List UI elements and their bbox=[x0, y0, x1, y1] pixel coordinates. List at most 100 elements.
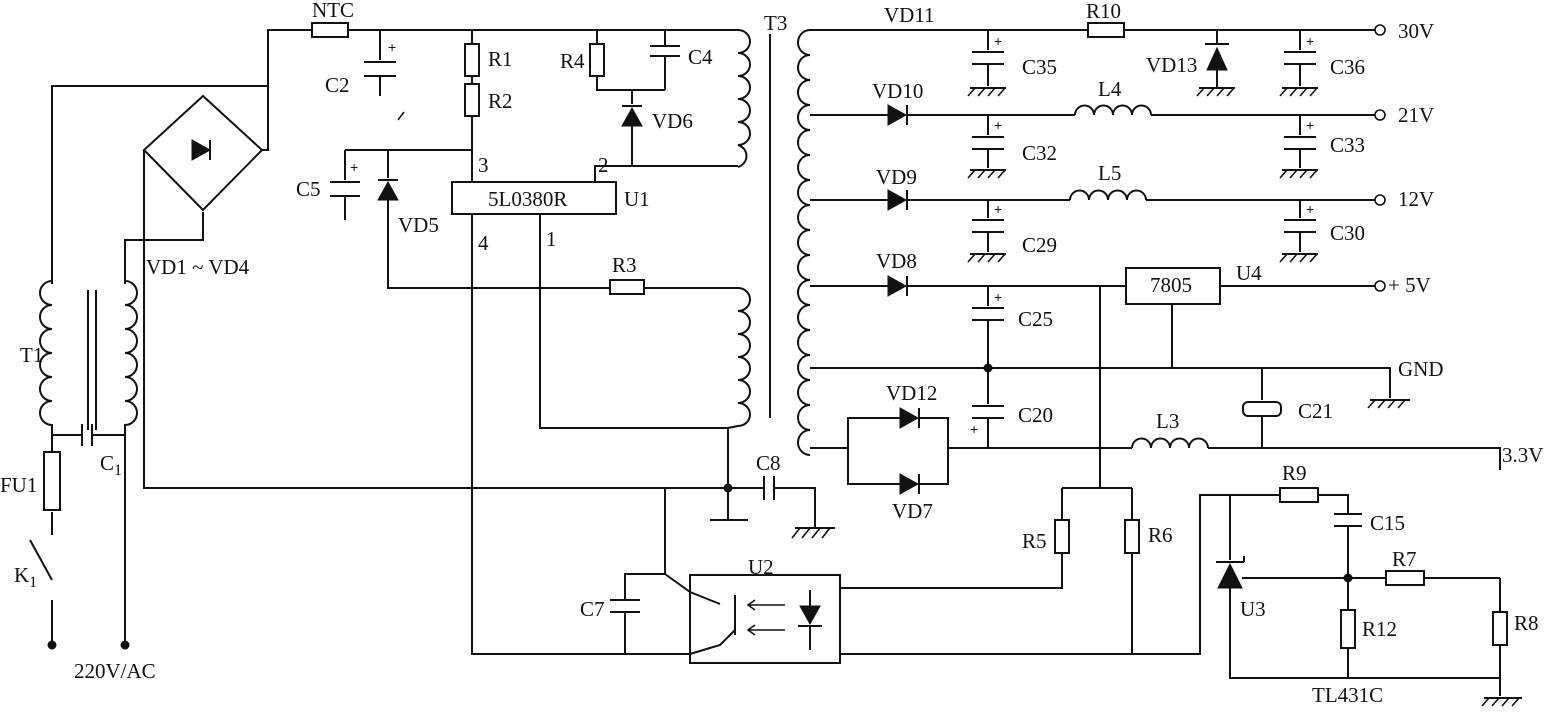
label-vd6: VD6 bbox=[652, 109, 693, 133]
label-c35: C35 bbox=[1022, 55, 1057, 79]
label-gnd: GND bbox=[1398, 357, 1444, 381]
label-u1-pin4: 4 bbox=[478, 231, 489, 255]
label-r8: R8 bbox=[1514, 611, 1539, 635]
label-t1: T1 bbox=[20, 343, 43, 367]
t3-primary-winding bbox=[737, 29, 751, 168]
label-c4: C4 bbox=[688, 45, 713, 69]
polarity-c20: + bbox=[970, 421, 978, 437]
label-u1-pin1: 1 bbox=[546, 227, 557, 251]
label-v21: 21V bbox=[1398, 103, 1434, 127]
label-c33: C33 bbox=[1330, 133, 1365, 157]
resistor-r12 bbox=[1340, 609, 1356, 649]
secondary-section bbox=[797, 22, 1522, 707]
label-vd8: VD8 bbox=[876, 249, 917, 273]
resistor-r1 bbox=[464, 43, 480, 77]
inductor-l4 bbox=[1074, 104, 1152, 116]
label-fu1: FU1 bbox=[0, 473, 37, 497]
shunt-regulator-u3 bbox=[1217, 562, 1243, 589]
label-l5: L5 bbox=[1098, 161, 1121, 185]
label-r3: R3 bbox=[612, 253, 637, 277]
label-vd10: VD10 bbox=[872, 79, 923, 103]
label-r1: R1 bbox=[488, 47, 513, 71]
polarity-c36: + bbox=[1306, 33, 1314, 49]
label-c30: C30 bbox=[1330, 221, 1365, 245]
label-l3: L3 bbox=[1156, 409, 1179, 433]
label-vd5: VD5 bbox=[398, 213, 439, 237]
label-t3: T3 bbox=[764, 11, 787, 35]
polarity-c30: + bbox=[1306, 201, 1314, 217]
label-r4: R4 bbox=[560, 49, 585, 73]
inductor-l3 bbox=[1131, 437, 1209, 449]
label-u4: U4 bbox=[1236, 261, 1262, 285]
label-v33: 3.3V bbox=[1502, 443, 1543, 467]
resistor-r3 bbox=[609, 279, 645, 295]
label-vd13: VD13 bbox=[1146, 53, 1197, 77]
label-r6: R6 bbox=[1148, 523, 1173, 547]
polarity-c25: + bbox=[994, 289, 1002, 305]
resistor-r7 bbox=[1385, 570, 1425, 586]
t3-aux-winding bbox=[727, 287, 751, 520]
label-c5: C5 bbox=[296, 177, 321, 201]
label-u2: U2 bbox=[748, 555, 774, 579]
resistor-r2 bbox=[464, 83, 480, 117]
polarity-c32: + bbox=[994, 117, 1002, 133]
label-c25: C25 bbox=[1018, 307, 1053, 331]
polarity-c5: + bbox=[350, 159, 358, 175]
bridge-rectifier bbox=[142, 94, 264, 212]
ic-u1 bbox=[451, 181, 617, 215]
label-u3: U3 bbox=[1240, 597, 1266, 621]
fuse-fu1 bbox=[43, 451, 61, 511]
input-terminal-left bbox=[47, 640, 57, 650]
polarity-c33: + bbox=[1306, 117, 1314, 133]
resistor-r5 bbox=[1054, 519, 1070, 554]
label-r5: R5 bbox=[1022, 529, 1047, 553]
resistor-r6 bbox=[1124, 519, 1140, 554]
label-r9: R9 bbox=[1282, 461, 1307, 485]
input-section bbox=[29, 29, 725, 650]
polarity-c35: + bbox=[994, 33, 1002, 49]
polarity-c29: + bbox=[994, 201, 1002, 217]
label-r2: R2 bbox=[488, 89, 513, 113]
primary-section bbox=[311, 22, 1230, 664]
label-vd11: VD11 bbox=[884, 3, 935, 27]
resistor-r8 bbox=[1492, 611, 1508, 646]
t3-secondary-winding bbox=[797, 29, 811, 456]
label-u1-pin3: 3 bbox=[478, 153, 489, 177]
label-vd1-vd4: VD1 ~ VD4 bbox=[146, 255, 250, 279]
label-u3-part: TL431C bbox=[1312, 683, 1383, 707]
label-r12: R12 bbox=[1362, 617, 1397, 641]
label-u1: U1 bbox=[624, 187, 650, 211]
label-ntc: NTC bbox=[312, 0, 354, 22]
polarity-c2: + bbox=[388, 39, 396, 55]
ntc-thermistor bbox=[311, 22, 349, 38]
label-vd7: VD7 bbox=[892, 499, 933, 523]
label-r7: R7 bbox=[1392, 547, 1417, 571]
label-input: 220V/AC bbox=[74, 659, 156, 683]
label-u4-part: 7805 bbox=[1150, 273, 1192, 297]
label-l4: L4 bbox=[1098, 77, 1122, 101]
resistor-r4 bbox=[589, 43, 605, 77]
label-c32: C32 bbox=[1022, 141, 1057, 165]
label-v5: + 5V bbox=[1388, 273, 1431, 297]
resistor-r9 bbox=[1279, 487, 1319, 503]
t1-right-winding bbox=[124, 279, 138, 432]
label-v12: 12V bbox=[1398, 187, 1434, 211]
t1-left-winding bbox=[39, 279, 53, 432]
label-c15: C15 bbox=[1370, 511, 1405, 535]
label-c20: C20 bbox=[1018, 403, 1053, 427]
inductor-l5 bbox=[1069, 189, 1147, 201]
label-vd12: VD12 bbox=[886, 381, 937, 405]
optocoupler-u2 bbox=[689, 574, 841, 664]
label-c21: C21 bbox=[1298, 399, 1333, 423]
resistor-r10 bbox=[1087, 22, 1125, 38]
label-k1: K1 bbox=[14, 563, 37, 591]
label-c8: C8 bbox=[756, 451, 781, 475]
label-u1-pin2: 2 bbox=[598, 153, 609, 177]
label-c7: C7 bbox=[580, 597, 605, 621]
input-terminal-right bbox=[120, 640, 130, 650]
label-vd9: VD9 bbox=[876, 165, 917, 189]
label-c2: C2 bbox=[325, 73, 350, 97]
label-c1: C1 bbox=[100, 451, 122, 479]
